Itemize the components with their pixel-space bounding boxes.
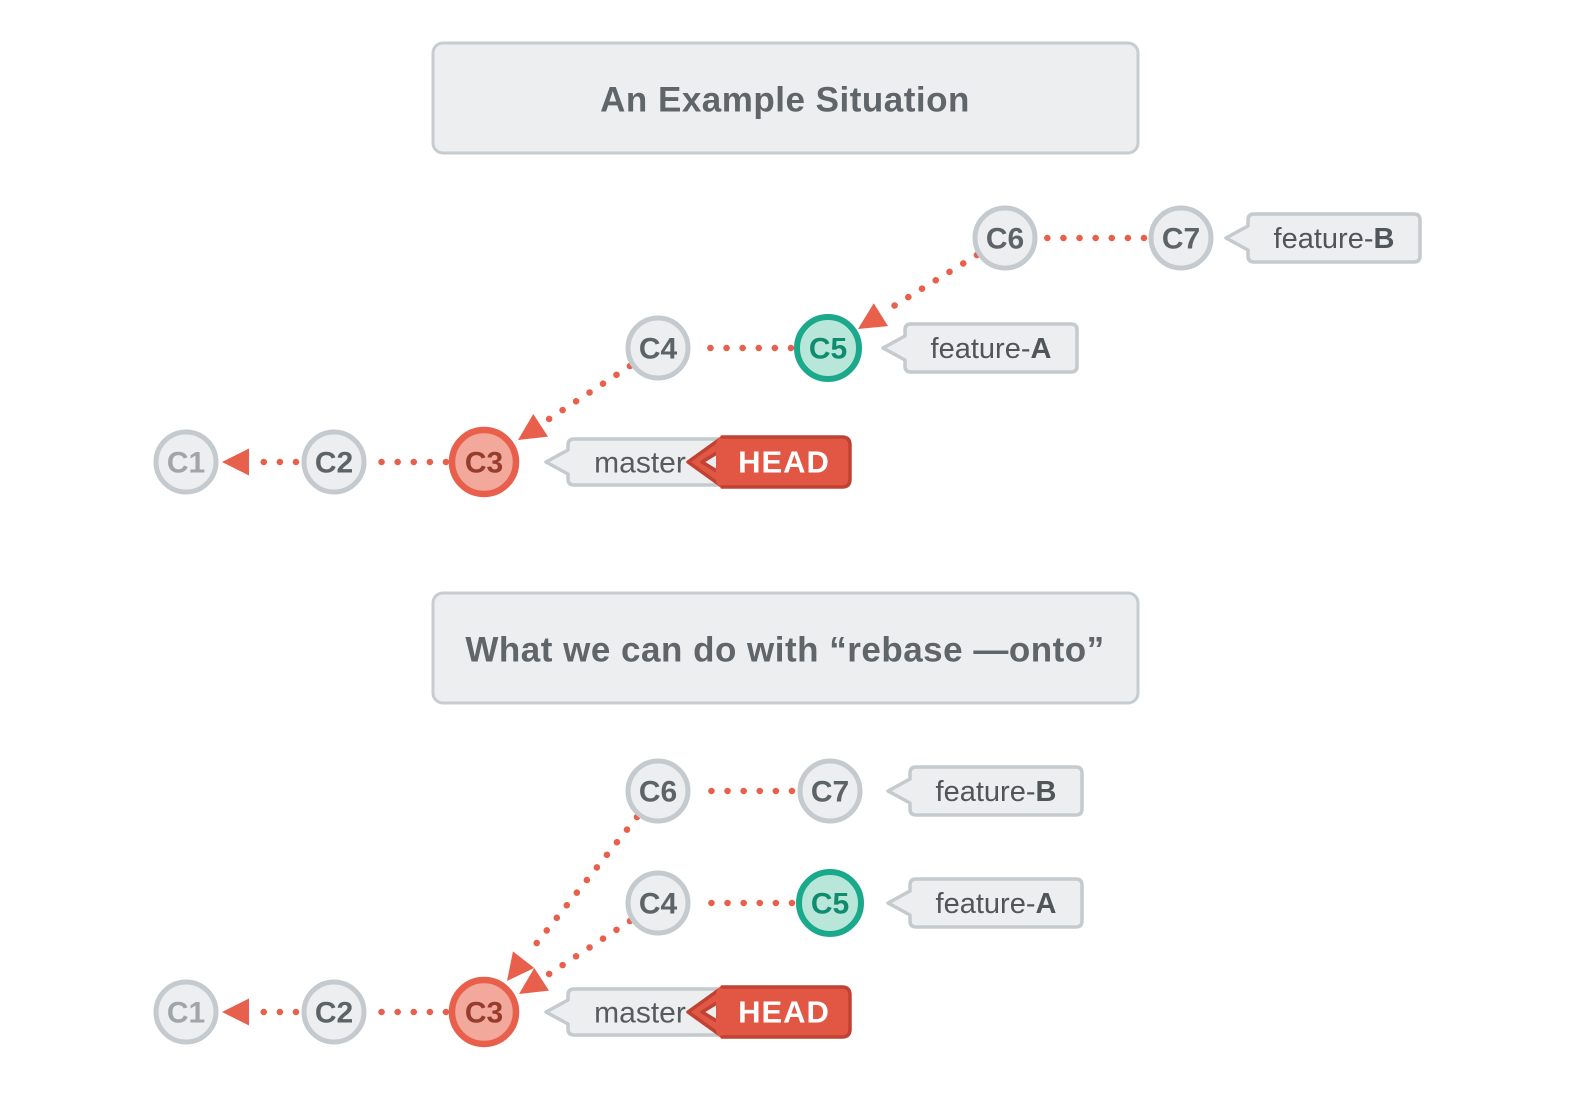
commit-label: C2	[315, 997, 353, 1030]
branch-label-feature-b: feature-B	[1224, 212, 1422, 264]
graph-before: feature-B feature-A master HEAD C1 C2 C3	[153, 205, 1422, 498]
commit-label: C5	[809, 333, 847, 366]
head-label-text: HEAD	[738, 445, 830, 480]
commit-node-c5: C5	[794, 314, 862, 382]
head-label: HEAD	[686, 435, 852, 489]
title-box	[431, 41, 1140, 155]
commit-label: C7	[811, 776, 849, 809]
branch-label-feature-a: feature-A	[881, 322, 1079, 374]
commit-label: C4	[639, 333, 678, 366]
commit-node-c3: C3	[448, 976, 520, 1048]
commit-label: C7	[1162, 223, 1200, 256]
branch-label-text: feature-B	[936, 776, 1057, 808]
commit-node-c4: C4	[625, 315, 691, 381]
commit-label: C4	[639, 888, 678, 921]
commit-label: C3	[465, 447, 503, 480]
branch-label-feature-b: feature-B	[886, 765, 1084, 817]
branch-label-text: feature-A	[931, 333, 1052, 365]
branch-label-text: master	[594, 447, 686, 480]
edge-c4-c3	[542, 362, 634, 425]
commit-node-c1: C1	[153, 429, 219, 495]
commit-node-c7: C7	[1148, 205, 1214, 271]
commit-node-c2: C2	[301, 429, 367, 495]
commit-label: C1	[167, 997, 205, 1030]
section-1-header: An Example Situation	[431, 41, 1140, 155]
commit-node-c5: C5	[796, 869, 864, 937]
commit-label: C1	[167, 447, 205, 480]
section-2-header: What we can do with “rebase —onto”	[431, 591, 1140, 705]
section-1-title: An Example Situation	[600, 81, 970, 120]
section-2-title: What we can do with “rebase —onto”	[465, 631, 1104, 670]
commit-node-c6: C6	[625, 758, 691, 824]
edge-c6-c5	[880, 251, 981, 316]
commit-label: C6	[639, 776, 677, 809]
title-box	[431, 591, 1140, 705]
commit-node-c1: C1	[153, 979, 219, 1045]
edge-c4-c3	[542, 917, 634, 980]
branch-label-master: master	[544, 987, 770, 1037]
branch-label-text: feature-A	[936, 888, 1057, 920]
commit-label: C3	[465, 997, 503, 1030]
commit-label: C5	[811, 888, 849, 921]
parent-arrow-icon	[222, 448, 249, 476]
commit-node-c4: C4	[625, 870, 691, 936]
branch-label-text: feature-B	[1274, 223, 1395, 255]
commit-label: C6	[986, 223, 1024, 256]
graph-after: feature-B feature-A master HEAD C1 C2 C3	[153, 758, 1084, 1048]
commit-label: C2	[315, 447, 353, 480]
commit-node-c6: C6	[972, 205, 1038, 271]
edge-c6-c3	[524, 813, 641, 958]
branch-label-feature-a: feature-A	[886, 877, 1084, 929]
commit-node-c7: C7	[797, 758, 863, 824]
commit-node-c2: C2	[301, 979, 367, 1045]
head-label-text: HEAD	[738, 995, 830, 1030]
commit-node-c3: C3	[448, 426, 520, 498]
parent-arrow-icon	[222, 998, 249, 1026]
branch-label-text: master	[594, 997, 686, 1030]
head-label: HEAD	[686, 985, 852, 1039]
branch-label-master: master	[544, 437, 770, 487]
parent-arrow-icon	[510, 413, 548, 452]
